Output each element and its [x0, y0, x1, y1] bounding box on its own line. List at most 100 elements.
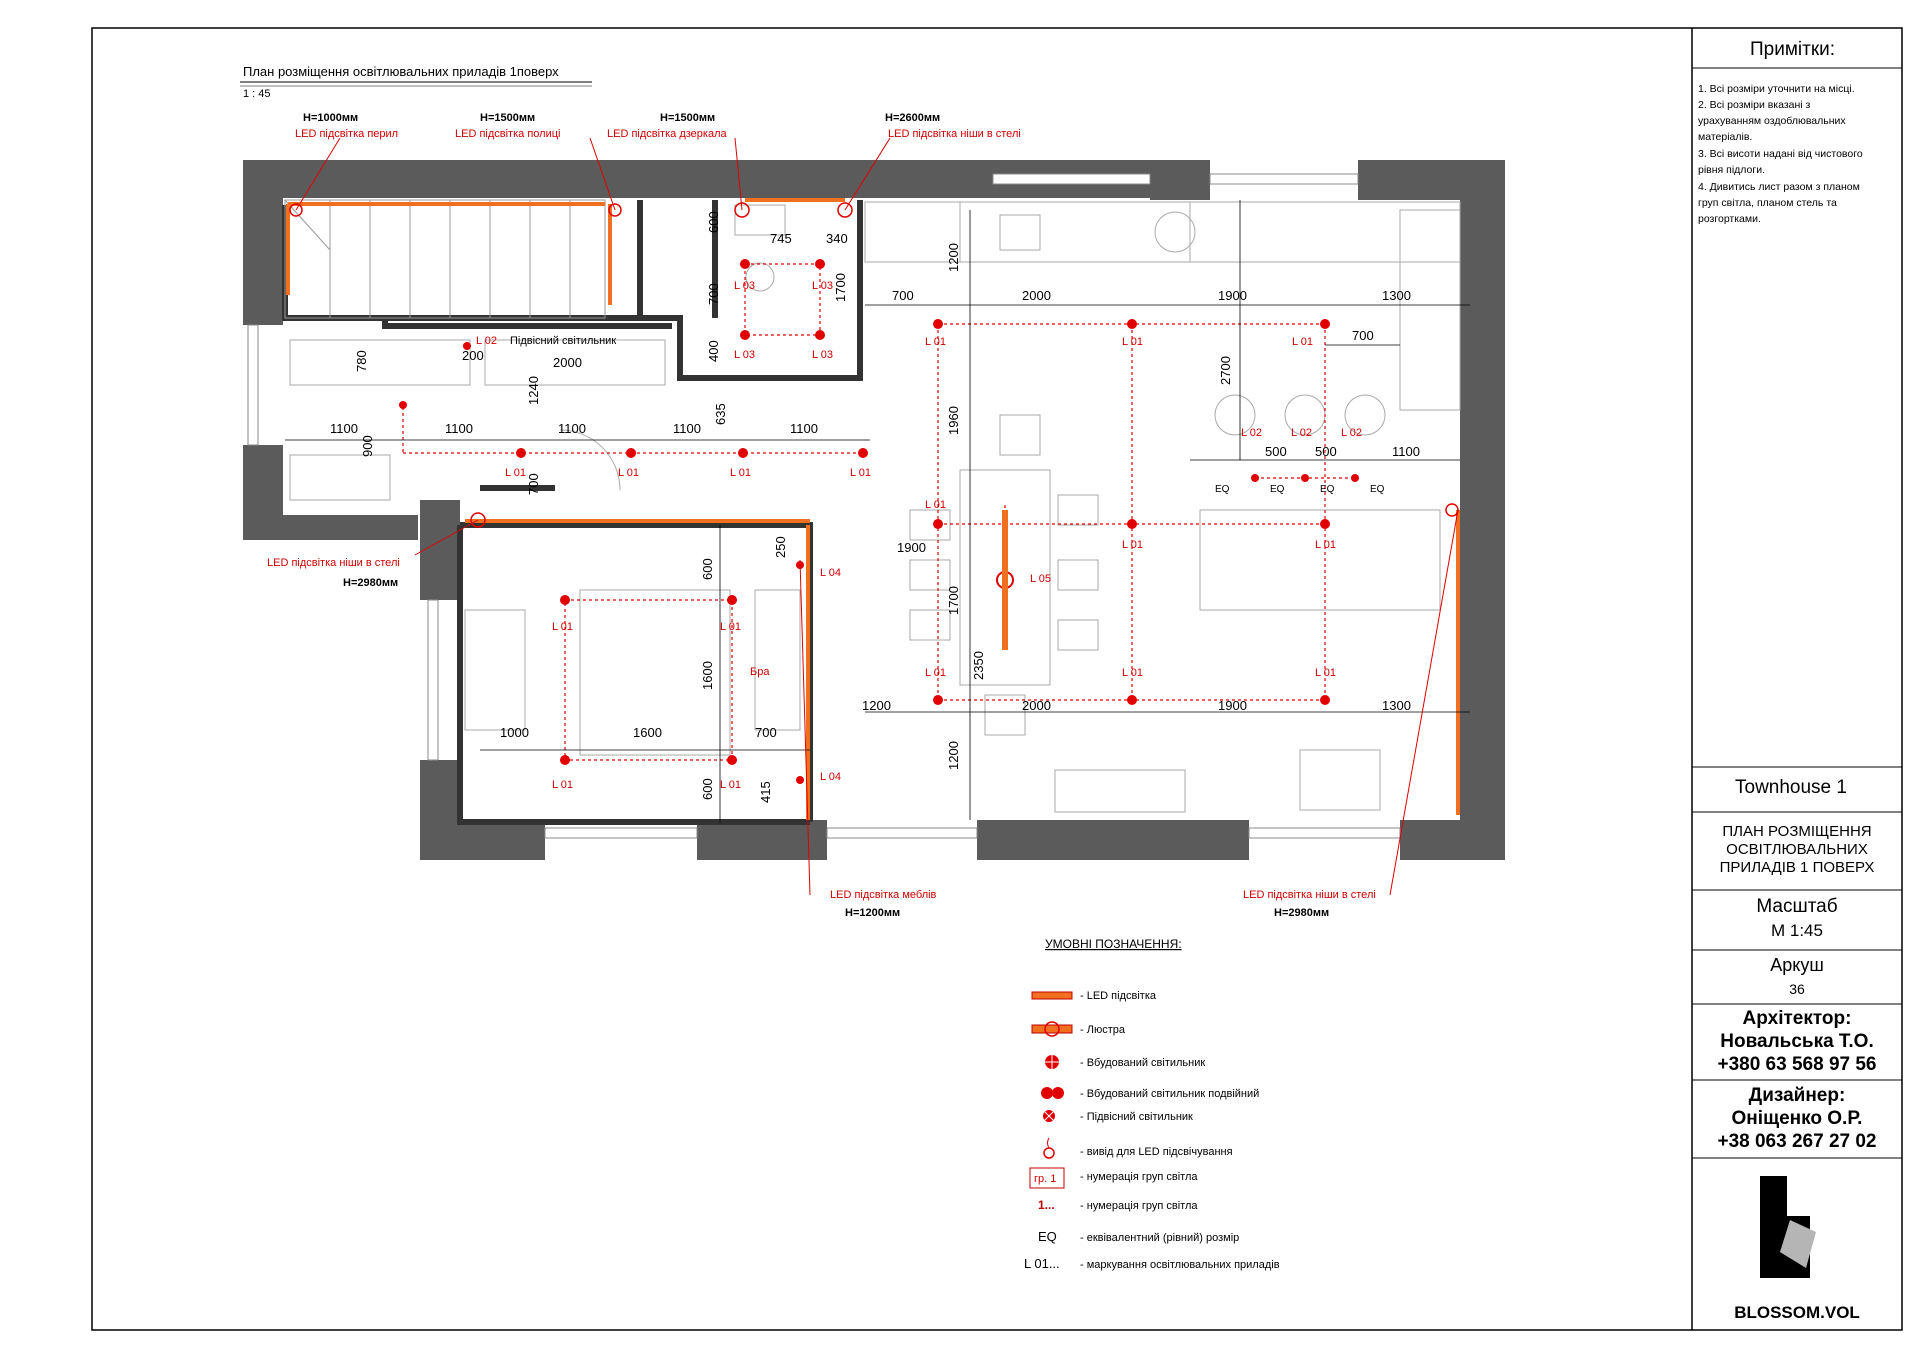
- label-l01-7: L 01: [1292, 336, 1313, 348]
- legend-eq-symbol: EQ: [1038, 1229, 1057, 1244]
- dim-1100-c: 1100: [558, 421, 586, 436]
- sheet-title-2: ПРИЛАДІВ 1 ПОВЕРХ: [1720, 859, 1875, 876]
- label-l02-a: L 02: [476, 335, 497, 347]
- legend-group-symbol: гр. 1: [1034, 1173, 1056, 1185]
- callout-railing-label: LED підсвітка перил: [295, 128, 398, 140]
- legend-led-outlet-symbol: [1043, 1147, 1055, 1159]
- scale-value: М 1:45: [1771, 921, 1823, 940]
- architect-phone: +380 63 568 97 56: [1717, 1054, 1876, 1075]
- label-l01-10: L 01: [1315, 539, 1336, 551]
- label-l01-9: L 01: [1122, 539, 1143, 551]
- sheet-title-0: ПЛАН РОЗМІЩЕННЯ: [1722, 823, 1871, 840]
- notes-line-0: 1. Всі розміри уточнити на місці.: [1698, 83, 1855, 95]
- dim-1100-f: 1100: [1392, 444, 1420, 459]
- staircase: [284, 199, 606, 319]
- dim-1900-b: 1900: [897, 540, 926, 555]
- legend-title: УМОВНІ ПОЗНАЧЕННЯ:: [1045, 937, 1182, 951]
- plan-scale: 1 : 45: [243, 88, 271, 100]
- label-l01-15: L 01: [720, 621, 741, 633]
- label-l01-5: L 01: [925, 336, 946, 348]
- dim-1200-b: 1200: [862, 698, 891, 713]
- label-l01-12: L 01: [1122, 667, 1143, 679]
- callout-niche-top-label: LED підсвітка ніши в стелі: [888, 128, 1021, 140]
- led-strips: [286, 198, 1460, 820]
- walls: [243, 160, 1505, 860]
- legend-number-symbol: 1...: [1038, 1198, 1055, 1212]
- legend-item-1: - Люстра: [1080, 1024, 1126, 1036]
- dim-1200-a: 1200: [946, 243, 961, 272]
- callout-railing-height: H=1000мм: [303, 112, 358, 124]
- label-eq-2: EQ: [1270, 484, 1285, 495]
- callouts: H=1000мм LED підсвітка перил H=1500мм LE…: [267, 112, 1459, 919]
- label-l01-16: L 01: [552, 779, 573, 791]
- dim-1000: 1000: [500, 725, 529, 740]
- plan-title: План розміщення освітлювальних приладів …: [243, 64, 559, 79]
- dim-700-b: 700: [706, 283, 721, 305]
- dim-1960: 1960: [946, 406, 961, 435]
- legend-double-symbol-b: [1052, 1087, 1064, 1099]
- dim-400: 400: [706, 340, 721, 362]
- callout-shelf-label: LED підсвітка полиці: [455, 128, 560, 140]
- dim-415: 415: [758, 781, 773, 803]
- dim-700-d: 700: [1352, 328, 1374, 343]
- title-block: Примітки: 1. Всі розміри уточнити на міс…: [1692, 39, 1902, 1322]
- scale-label: Масштаб: [1756, 896, 1837, 917]
- label-l03-1: L 03: [734, 280, 755, 292]
- dim-1600-b: 1600: [633, 725, 662, 740]
- dim-500-a: 500: [1265, 444, 1287, 459]
- callout-niche-right-label: LED підсвітка ніши в стелі: [1243, 889, 1376, 901]
- legend-item-7: - нумерація груп світла: [1080, 1200, 1198, 1212]
- dim-600-a: 600: [706, 211, 721, 233]
- callout-furniture-height: H=1200мм: [845, 907, 900, 919]
- label-eq-4: EQ: [1370, 484, 1385, 495]
- label-l05: L 05: [1030, 573, 1051, 585]
- fixtures: [289, 202, 1459, 784]
- dim-1900-a: 1900: [1218, 288, 1247, 303]
- designer-label: Дизайнер:: [1749, 1085, 1846, 1106]
- legend-item-5: - вивід для LED підсвічування: [1080, 1146, 1233, 1158]
- label-l03-3: L 03: [734, 349, 755, 361]
- legend: УМОВНІ ПОЗНАЧЕННЯ: - LED підсвітка - Люс…: [1024, 937, 1280, 1271]
- designer-phone: +38 063 267 27 02: [1717, 1131, 1876, 1152]
- label-bra: Бра: [750, 666, 770, 678]
- notes-line-5: рівня підлоги.: [1698, 164, 1765, 176]
- legend-double-symbol-a: [1041, 1087, 1053, 1099]
- dim-1200-c: 1200: [946, 741, 961, 770]
- label-l01-2: L 01: [618, 467, 639, 479]
- notes-line-6: 4. Дивитись лист разом з планом: [1698, 181, 1860, 193]
- dim-340: 340: [826, 231, 848, 246]
- sheet-frame: [91, 27, 1903, 1331]
- callout-niche-left-label: LED підсвітка ніши в стелі: [267, 557, 400, 569]
- label-l01-17: L 01: [720, 779, 741, 791]
- dim-200-a: 200: [462, 348, 484, 363]
- dim-700-c: 700: [892, 288, 914, 303]
- label-l01-3: L 01: [730, 467, 751, 479]
- label-pendant: Підвісний світильник: [510, 335, 616, 347]
- designer-name: Оніщенко О.Р.: [1732, 1108, 1863, 1129]
- dim-2000-c: 2000: [1022, 698, 1051, 713]
- dim-1100-a: 1100: [330, 421, 358, 436]
- legend-group-box: [1029, 1167, 1065, 1189]
- dim-2700: 2700: [1218, 356, 1233, 385]
- dim-780: 780: [354, 350, 369, 372]
- label-l01-8: L 01: [925, 499, 946, 511]
- callout-mirror-label: LED підсвітка дзеркала: [607, 128, 727, 140]
- label-l01-13: L 01: [1315, 667, 1336, 679]
- sheet-label: Аркуш: [1770, 955, 1824, 975]
- label-l01-6: L 01: [1122, 336, 1143, 348]
- dim-2000-b: 2000: [1022, 288, 1051, 303]
- sheet-number: 36: [1789, 981, 1805, 997]
- legend-item-2: - Вбудований світильник: [1080, 1057, 1205, 1069]
- label-l01-1: L 01: [505, 467, 526, 479]
- notes-line-8: розгортками.: [1698, 213, 1761, 225]
- label-l02-2: L 02: [1291, 427, 1312, 439]
- furniture: [289, 201, 1461, 813]
- dim-1600-a: 1600: [700, 661, 715, 690]
- legend-mark-symbol: L 01...: [1024, 1256, 1060, 1271]
- label-l04-2: L 04: [820, 771, 841, 783]
- label-l01-11: L 01: [925, 667, 946, 679]
- dim-1100-e: 1100: [790, 421, 818, 436]
- legend-item-4: - Підвісний світильник: [1080, 1111, 1193, 1123]
- legend-item-0: - LED підсвітка: [1080, 990, 1157, 1002]
- dim-635: 635: [713, 403, 728, 425]
